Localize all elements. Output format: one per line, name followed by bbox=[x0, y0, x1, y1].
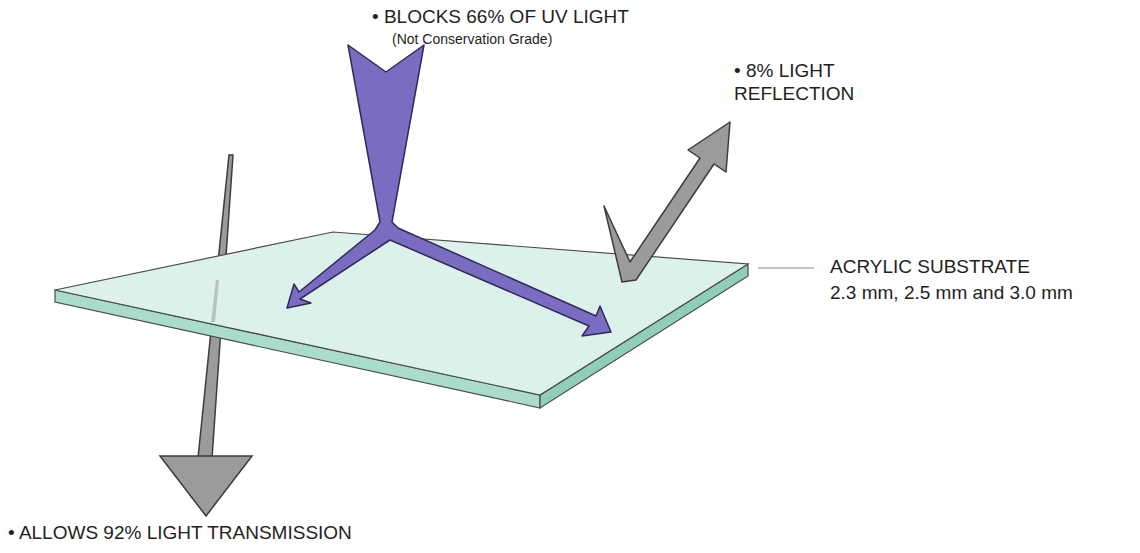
transmission-arrow-head bbox=[160, 456, 252, 516]
uv-note: (Not Conservation Grade) bbox=[392, 31, 552, 48]
uv-arrow bbox=[287, 45, 611, 336]
thickness-label: 2.3 mm, 2.5 mm and 3.0 mm bbox=[830, 282, 1073, 305]
reflection-arrow bbox=[604, 122, 730, 282]
transmission-arrow-through bbox=[211, 280, 219, 322]
transmission-label: • ALLOWS 92% LIGHT TRANSMISSION bbox=[8, 522, 352, 545]
substrate-label: ACRYLIC SUBSTRATE bbox=[830, 256, 1030, 279]
reflection-label: • 8% LIGHT REFLECTION bbox=[734, 60, 909, 106]
leader-line bbox=[758, 267, 814, 268]
uv-label: • BLOCKS 66% OF UV LIGHT bbox=[372, 6, 629, 29]
